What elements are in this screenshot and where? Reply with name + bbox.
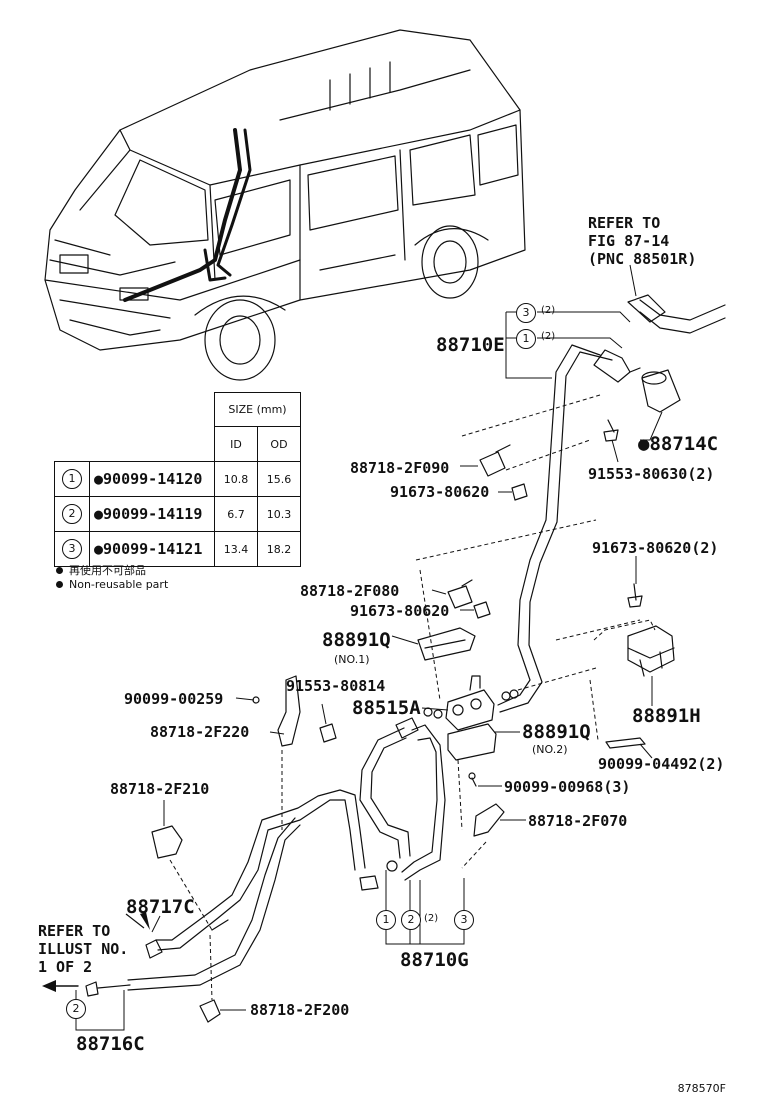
refer-line: 1 OF 2 — [38, 958, 93, 976]
part-88891Q-no1: 88891Q — [322, 629, 391, 651]
row-part: ●90099-14121 — [89, 531, 215, 567]
part-90099-00968: 90099-00968(3) — [504, 778, 631, 796]
row-part: ●90099-14120 — [89, 461, 215, 497]
callout-2: 2 — [66, 999, 86, 1019]
refer-line: REFER TO — [588, 214, 661, 232]
legend-text: 再使用不可部品 — [69, 564, 146, 577]
part-88718-2F070: 88718-2F070 — [528, 812, 628, 830]
bullet-icon — [56, 581, 63, 588]
callout-1: 1 — [516, 329, 536, 349]
callout-qty: (2) — [541, 331, 556, 342]
part-88891Q-no2: 88891Q — [522, 721, 591, 743]
callout-3: 3 — [454, 910, 474, 930]
row-part: ●90099-14119 — [89, 496, 215, 532]
refer-line: (PNC 88501R) — [588, 250, 697, 268]
row-id: 13.4 — [214, 531, 258, 567]
legend-text: Non-reusable part — [69, 578, 169, 591]
part-88718-2F200: 88718-2F200 — [250, 1001, 350, 1019]
row-id: 10.8 — [214, 461, 258, 497]
part-90099-04492: 90099-04492(2) — [598, 755, 725, 773]
table-row: 2 ●90099-14119 6.7 10.3 — [54, 496, 301, 532]
row-od: 18.2 — [257, 531, 301, 567]
part-88710G: 88710G — [400, 949, 469, 971]
callout-1: 1 — [376, 910, 396, 930]
part-88716C: 88716C — [76, 1033, 145, 1055]
row-number: 3 — [62, 539, 82, 559]
callout-2: 2 — [401, 910, 421, 930]
part-88718-2F210: 88718-2F210 — [110, 780, 210, 798]
row-id: 6.7 — [214, 496, 258, 532]
table-row: 3 ●90099-14121 13.4 18.2 — [54, 531, 301, 567]
part-number: 88714C — [649, 433, 719, 455]
legend-en: Non-reusable part — [56, 578, 168, 591]
row-number-cell: 1 — [54, 461, 90, 497]
refer-note-top: REFER TO FIG 87-14 (PNC 88501R) — [588, 214, 696, 268]
refer-line: REFER TO — [38, 922, 111, 940]
part-91673-80620-2: 91673-80620(2) — [592, 539, 719, 557]
refer-line: ILLUST NO. — [38, 940, 129, 958]
van-illustration — [44, 29, 526, 381]
row-number-cell: 2 — [54, 496, 90, 532]
part-88714C: ●88714C — [638, 433, 719, 455]
part-88710E: 88710E — [436, 334, 505, 356]
part-88718-2F080: 88718-2F080 — [300, 582, 400, 600]
pipe-88710E — [497, 344, 641, 713]
part-88891H: 88891H — [632, 705, 701, 727]
row-od: 10.3 — [257, 496, 301, 532]
pipe-88710G — [359, 707, 446, 881]
legend-ja: 再使用不可部品 — [56, 562, 146, 578]
table-spacer — [55, 427, 215, 462]
part-88891Q-no2-sub: (NO.2) — [532, 743, 568, 756]
part-88718-2F090: 88718-2F090 — [350, 459, 450, 477]
part-90099-00259: 90099-00259 — [124, 690, 224, 708]
table-spacer — [55, 393, 215, 427]
figure-id: 878570F — [677, 1082, 726, 1095]
table-row: 1 ●90099-14120 10.8 15.6 — [54, 461, 301, 497]
part-88718-2F220: 88718-2F220 — [150, 723, 250, 741]
part-88891Q-no1-sub: (NO.1) — [334, 653, 370, 666]
bullet-icon — [56, 567, 63, 574]
table-header-od: OD — [257, 426, 301, 462]
row-number: 2 — [62, 504, 82, 524]
callout-3: 3 — [516, 303, 536, 323]
callout-qty: (2) — [424, 913, 439, 924]
table-header-id: ID — [214, 426, 258, 462]
part-91553-80630: 91553-80630(2) — [588, 465, 715, 483]
row-number: 1 — [62, 469, 82, 489]
hose-size-table: SIZE (mm) ID OD 1 ●90099-14120 10.8 15.6… — [54, 392, 301, 567]
callout-qty: (2) — [541, 305, 556, 316]
refer-line: FIG 87-14 — [588, 232, 670, 250]
part-91673-80620: 91673-80620 — [390, 483, 490, 501]
part-91553-80814: 91553-80814 — [286, 677, 386, 695]
part-88717C: 88717C — [126, 896, 195, 918]
part-88515A: 88515A — [352, 697, 421, 719]
table-header-size: SIZE (mm) — [214, 392, 301, 427]
row-od: 15.6 — [257, 461, 301, 497]
row-number-cell: 3 — [54, 531, 90, 567]
part-91673-80620-b: 91673-80620 — [350, 602, 450, 620]
refer-note-left: REFER TO ILLUST NO. 1 OF 2 — [38, 922, 128, 976]
